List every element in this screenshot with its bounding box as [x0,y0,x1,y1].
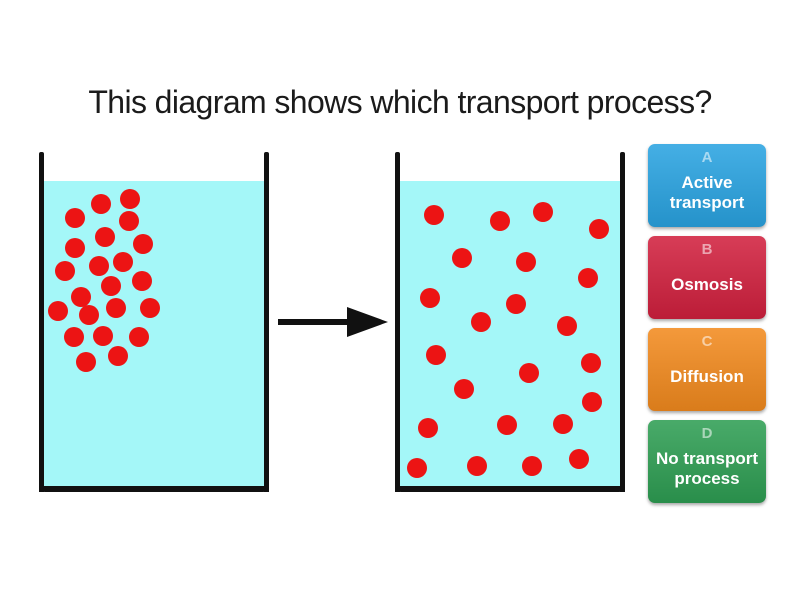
beaker-right-wall-left [395,152,400,492]
particle-dot [557,316,577,336]
particle-dot [553,414,573,434]
answer-a-letter: A [701,149,713,166]
answer-d-button[interactable]: D No transport process [648,420,766,503]
particle-dot [506,294,526,314]
particle-dot [426,345,446,365]
answer-list: A Active transport B Osmosis C Diffusion… [648,144,766,503]
particle-dot [108,346,128,366]
answer-c-label: Diffusion [670,367,744,387]
particle-dot [65,238,85,258]
particle-dot [64,327,84,347]
beaker-left [39,152,269,492]
particle-dot [48,301,68,321]
particle-dot [71,287,91,307]
particle-dot [113,252,133,272]
particle-dot [519,363,539,383]
particle-dot [93,326,113,346]
particle-dot [89,256,109,276]
particle-dot [129,327,149,347]
particle-dot [101,276,121,296]
answer-b-button[interactable]: B Osmosis [648,236,766,319]
particle-dot [467,456,487,476]
particle-dot [497,415,517,435]
beaker-right-water [399,181,621,489]
beaker-right [395,152,625,492]
particle-dot [420,288,440,308]
particle-dot [533,202,553,222]
particle-dot [132,271,152,291]
particle-dot [55,261,75,281]
answer-b-label: Osmosis [671,275,743,295]
particle-dot [140,298,160,318]
particle-dot [589,219,609,239]
answer-a-button[interactable]: A Active transport [648,144,766,227]
answer-b-letter: B [701,241,713,258]
particle-dot [119,211,139,231]
particle-dot [418,418,438,438]
beaker-right-wall-right [620,152,625,492]
answer-c-letter: C [701,333,713,350]
particle-dot [522,456,542,476]
particle-dot [79,305,99,325]
particle-dot [516,252,536,272]
particle-dot [452,248,472,268]
particle-dot [454,379,474,399]
particle-dot [133,234,153,254]
answer-d-letter: D [701,425,713,442]
particle-dot [569,449,589,469]
answer-c-button[interactable]: C Diffusion [648,328,766,411]
answer-a-label: Active transport [669,173,745,213]
particle-dot [490,211,510,231]
particle-dot [578,268,598,288]
beaker-left-wall-right [264,152,269,492]
arrow-right-icon [278,307,388,337]
beaker-left-wall-left [39,152,44,492]
beaker-right-base [395,486,625,492]
particle-dot [91,194,111,214]
particle-dot [65,208,85,228]
question-title: This diagram shows which transport proce… [88,84,712,120]
particle-dot [76,352,96,372]
answer-d-label: No transport process [656,449,758,489]
particle-dot [407,458,427,478]
particle-dot [582,392,602,412]
particle-dot [581,353,601,373]
particle-dot [120,189,140,209]
particle-dot [471,312,491,332]
particle-dot [95,227,115,247]
particle-dot [106,298,126,318]
particle-dot [424,205,444,225]
beaker-left-base [39,486,269,492]
